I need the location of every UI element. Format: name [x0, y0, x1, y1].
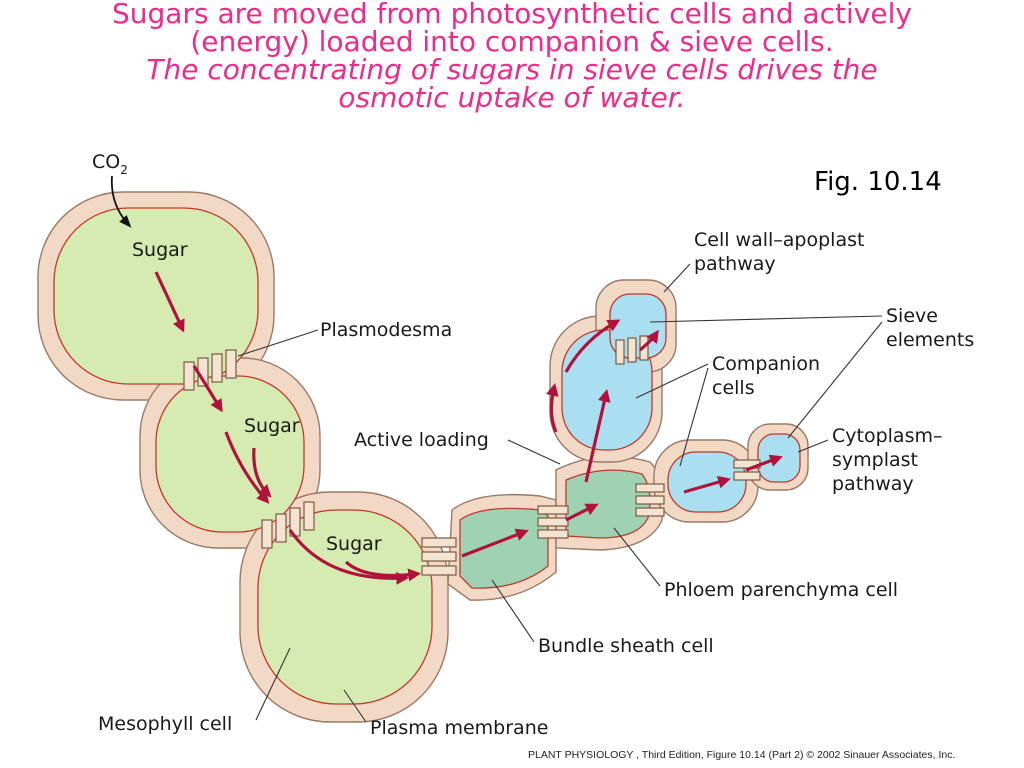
companion-label-1: Companion: [712, 353, 820, 375]
plasma-membrane-label: Plasma membrane: [370, 717, 548, 739]
mesophyll-cell-1: [53, 207, 259, 385]
sieve-element-2: [757, 433, 801, 483]
leader-plasmodesma: [237, 329, 319, 357]
sugar-arrow-11: [564, 319, 621, 373]
leader-companion-1: [635, 363, 709, 399]
sugar-arrow-14: [745, 454, 783, 472]
symplast-label-1: Cytoplasm–: [832, 425, 942, 447]
cell-interiors: [53, 207, 801, 705]
leader-lines: [237, 263, 883, 723]
sugar-label-3: Sugar: [326, 533, 382, 555]
companion-label-2: cells: [712, 377, 755, 399]
sieve-label-2: elements: [886, 329, 974, 351]
plasmodesma-label: Plasmodesma: [320, 319, 452, 341]
co2-arrow: [110, 175, 132, 228]
figure-number: Fig. 10.14: [814, 167, 942, 197]
symplast-label-2: symplast: [832, 449, 918, 471]
sugar-arrow-7: [461, 528, 529, 558]
sugar-arrow-13: [683, 475, 731, 494]
bundle-sheath-cell: [459, 507, 549, 589]
apoplast-label-2: pathway: [694, 253, 776, 275]
sieve-label-1: Sieve: [886, 305, 938, 327]
plasmodesma-5: [635, 483, 665, 517]
sugar-arrow-2: [192, 365, 223, 413]
bundle-sheath-label: Bundle sheath cell: [538, 635, 714, 657]
companion-cell-2: [667, 451, 747, 513]
leader-symplast: [797, 439, 829, 453]
sugar-label-1: Sugar: [132, 239, 188, 261]
title-line-3: The concentrating of sugars in sieve cel…: [146, 53, 878, 86]
leader-apoplast: [663, 263, 691, 293]
plasmodesma-3: [421, 537, 457, 576]
co2-label: CO2: [92, 151, 128, 177]
sugar-arrow-10: [546, 383, 559, 433]
active-loading-label: Active loading: [354, 429, 489, 451]
leader-mesophyll: [255, 647, 291, 721]
sugar-arrows: [154, 271, 783, 585]
mesophyll-label: Mesophyll cell: [98, 713, 232, 735]
sugar-arrow-9: [584, 389, 611, 483]
phloem-parenchyma-label: Phloem parenchyma cell: [664, 579, 898, 601]
plasmodesmata: [183, 335, 761, 576]
sugar-arrow-5: [288, 529, 410, 585]
mesophyll-cell-2: [155, 375, 305, 533]
title-line-4: osmotic uptake of water.: [338, 81, 686, 114]
plasmodesma-6: [615, 335, 649, 365]
title-line-1: Sugars are moved from photosynthetic cel…: [112, 0, 912, 30]
leader-bundle-sheath: [491, 579, 535, 643]
title-line-2: (energy) loaded into companion & sieve c…: [190, 25, 834, 58]
leader-plasma-membrane: [343, 689, 367, 723]
sugar-arrow-6: [344, 560, 422, 582]
leader-active-loading: [507, 439, 561, 465]
slide-title: Sugars are moved from photosynthetic cel…: [0, 0, 1024, 112]
plasmodesma-1: [183, 349, 237, 391]
mesophyll-cell-3: [257, 509, 433, 705]
symplast-label-3: pathway: [832, 473, 914, 495]
plasmodesma-4: [537, 505, 569, 539]
leader-sieve-1: [649, 315, 883, 323]
leader-sieve-2: [787, 321, 883, 439]
sugar-arrow-1: [154, 271, 185, 333]
sugar-arrow-4: [252, 447, 272, 498]
leader-phloem-parenchyma: [613, 527, 661, 587]
sugar-arrow-12: [638, 329, 659, 352]
leader-companion-2: [679, 367, 709, 467]
sugar-arrow-8: [565, 503, 599, 522]
figure-credit: PLANT PHYSIOLOGY , Third Edition, Figure…: [528, 749, 955, 761]
sugar-label-2: Sugar: [244, 415, 300, 437]
apoplast-label-1: Cell wall–apoplast: [694, 229, 864, 251]
